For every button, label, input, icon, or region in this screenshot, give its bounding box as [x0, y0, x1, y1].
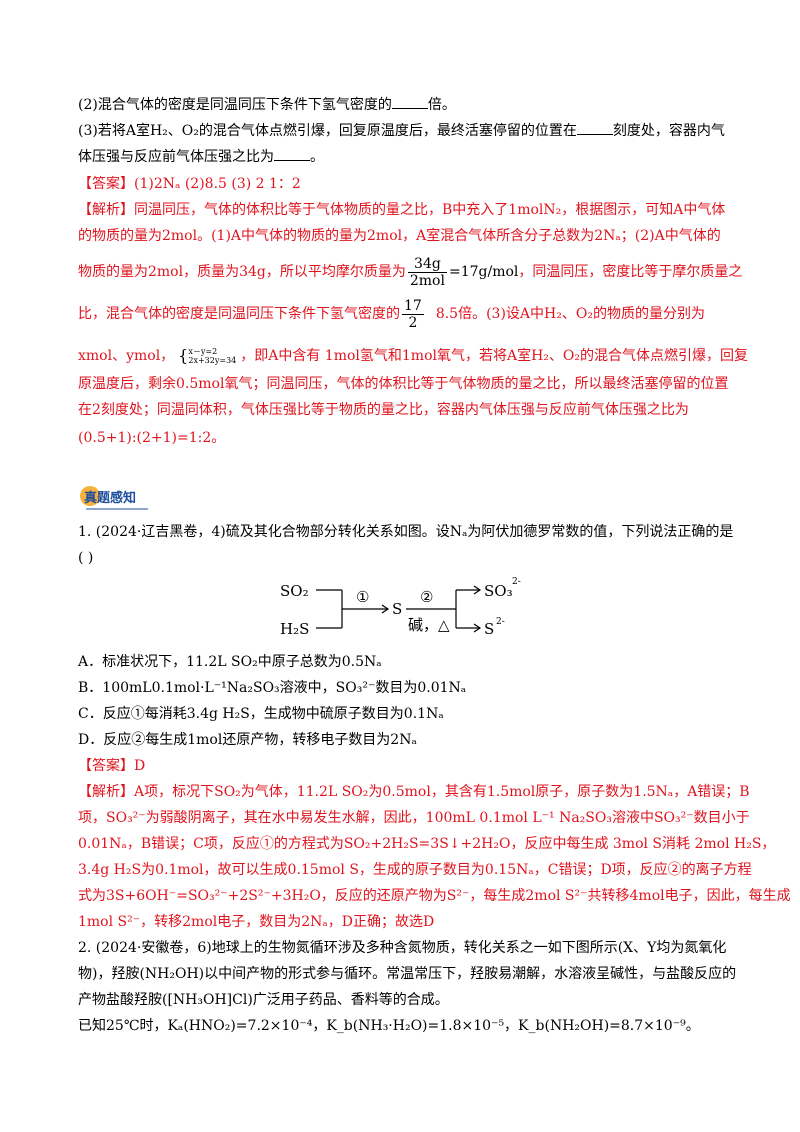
analysis-line: 式为3S+6OH⁻=SO₃²⁻+2S²⁻+3H₂O，反应的还原产物为S²⁻，每生…	[78, 888, 791, 904]
question-stem: 已知25℃时，Kₐ(HNO₂)=7.2×10⁻⁴，K_b(NH₃·H₂O)=1.…	[78, 1018, 700, 1034]
equation-row: 2x+32y=34	[188, 356, 237, 365]
reaction-diagram: SO₂ H₂S ① S ② 碱，△ SO₃ 2- S 2-	[280, 572, 540, 648]
species-so2: SO₂	[280, 582, 309, 600]
answer-line: 【答案】D	[78, 758, 146, 774]
fraction-denominator: 2	[408, 314, 418, 331]
question-stem: 产物盐酸羟胺([NH₃OH]Cl)广泛用子药品、香料等的合成。	[78, 992, 449, 1008]
equation-row: x－y=2	[188, 347, 218, 356]
analysis-text: 8.5倍。(3)设A中H₂、O₂的物质的量分别为	[435, 306, 705, 322]
question-text: (2)混合气体的密度是同温同压下条件下氢气密度的	[78, 97, 392, 113]
analysis-text: xmol、ymol，	[78, 348, 175, 364]
question-stem: 1. (2024·辽吉黑卷，4)硫及其化合物部分转化关系如图。设Nₐ为阿伏加德罗…	[78, 524, 734, 540]
species-h2s: H₂S	[280, 620, 309, 638]
question-text: 。	[310, 149, 324, 165]
answer-blank	[274, 160, 310, 161]
answer-blank	[576, 134, 613, 135]
question-line: 体压强与反应前气体压强之比为 。	[78, 147, 324, 167]
option-b: B．100mL0.1mol·L⁻¹Na₂SO₃溶液中，SO₃²⁻数目为0.01N…	[78, 680, 467, 696]
step-2-condition: 碱，△	[408, 616, 450, 634]
fraction-numerator: 34g	[407, 256, 447, 273]
option-a: A．标准状况下，11.2L SO₂中原子总数为0.5Nₐ	[78, 654, 382, 670]
section-badge: 真题感知	[78, 484, 152, 514]
analysis-line: 在2刻度处；同温同体积，气体压强比等于物质的量之比，容器内气体压强与反应前气体压…	[78, 402, 689, 418]
question-bracket: ( )	[78, 550, 94, 566]
question-text: 倍。	[427, 97, 456, 113]
section-badge-label: 真题感知	[84, 490, 136, 506]
question-stem: 2. (2024·安徽卷，6)地球上的生物氮循环涉及多种含氮物质，转化关系之一如…	[78, 940, 727, 956]
step-1-label: ①	[356, 588, 369, 606]
question-line: (2)混合气体的密度是同温同压下条件下氢气密度的 倍。	[78, 95, 456, 115]
question-text: 体压强与反应前气体压强之比为	[78, 149, 274, 165]
question-stem: 物)，羟胺(NH₂OH)以中间产物的形式参与循环。常温常压下，羟胺易潮解，水溶液…	[78, 966, 737, 982]
analysis-line: 项，SO₃²⁻为弱酸阴离子，其在水中易发生水解，因此，100mL 0.1mol …	[78, 810, 750, 826]
answer-blank	[391, 108, 428, 109]
answer-line: 【答案】(1)2Nₐ (2)8.5 (3) 2 1：2	[78, 176, 301, 192]
analysis-line: 【解析】A项，标况下SO₂为气体，11.2L SO₂为0.5mol，其含有1.5…	[78, 784, 750, 800]
analysis-line: 0.01Nₐ，B错误；C项，反应①的方程式为SO₂+2H₂S=3S↓+2H₂O，…	[78, 836, 776, 852]
question-text: (3)若将A室H₂、O₂的混合气体点燃引爆，回复原温度后，最终活塞停留的位置在	[78, 123, 577, 139]
analysis-text: 比，混合气体的密度是同温同压下条件下氢气密度的	[78, 306, 400, 322]
question-line: (3)若将A室H₂、O₂的混合气体点燃引爆，回复原温度后，最终活塞停留的位置在 刻…	[78, 121, 725, 141]
analysis-text: 物质的量为2mol，质量为34g，所以平均摩尔质量为	[78, 264, 406, 280]
species-so3-charge: 2-	[512, 577, 521, 587]
analysis-line: 【解析】同温同压，气体的体积比等于气体物质的量之比，B中充入了1molN₂，根据…	[78, 202, 726, 218]
equation-result: =17g/mol	[448, 264, 519, 280]
step-2-label: ②	[420, 588, 433, 606]
analysis-text: ，同温同压，密度比等于摩尔质量之	[518, 264, 743, 280]
species-so3: SO₃	[484, 582, 513, 600]
analysis-line: 的物质的量为2mol。(1)A中气体的物质的量为2mol，A室混合气体所含分子总…	[78, 228, 721, 244]
analysis-line: 3.4g H₂S为0.1mol，故可以生成0.15mol S，生成的原子数目为0…	[78, 862, 752, 878]
option-c: C．反应①每消耗3.4g H₂S，生成物中硫原子数目为0.1Nₐ	[78, 706, 444, 722]
analysis-line: 1mol S²⁻，转移2mol电子，数目为2Nₐ，D正确；故选D	[78, 914, 435, 930]
analysis-text: ，即A中含有 1mol氢气和1mol氧气，若将A室H₂、O₂的混合气体点燃引爆，…	[240, 348, 749, 364]
analysis-line: 原温度后，剩余0.5mol氧气；同温同压，气体的体积比等于气体物质的量之比，所以…	[78, 376, 729, 392]
fraction-numerator: 17	[402, 297, 424, 315]
species-s2: S	[484, 620, 494, 638]
fraction-denominator: 2mol	[409, 272, 445, 289]
species-s2-charge: 2-	[496, 617, 505, 627]
option-d: D．反应②每生成1mol还原产物，转移电子数目为2Nₐ	[78, 732, 417, 748]
analysis-line: (0.5+1):(2+1)=1:2。	[78, 430, 226, 446]
species-s: S	[392, 600, 402, 618]
question-text: 刻度处，容器内气	[612, 123, 725, 139]
